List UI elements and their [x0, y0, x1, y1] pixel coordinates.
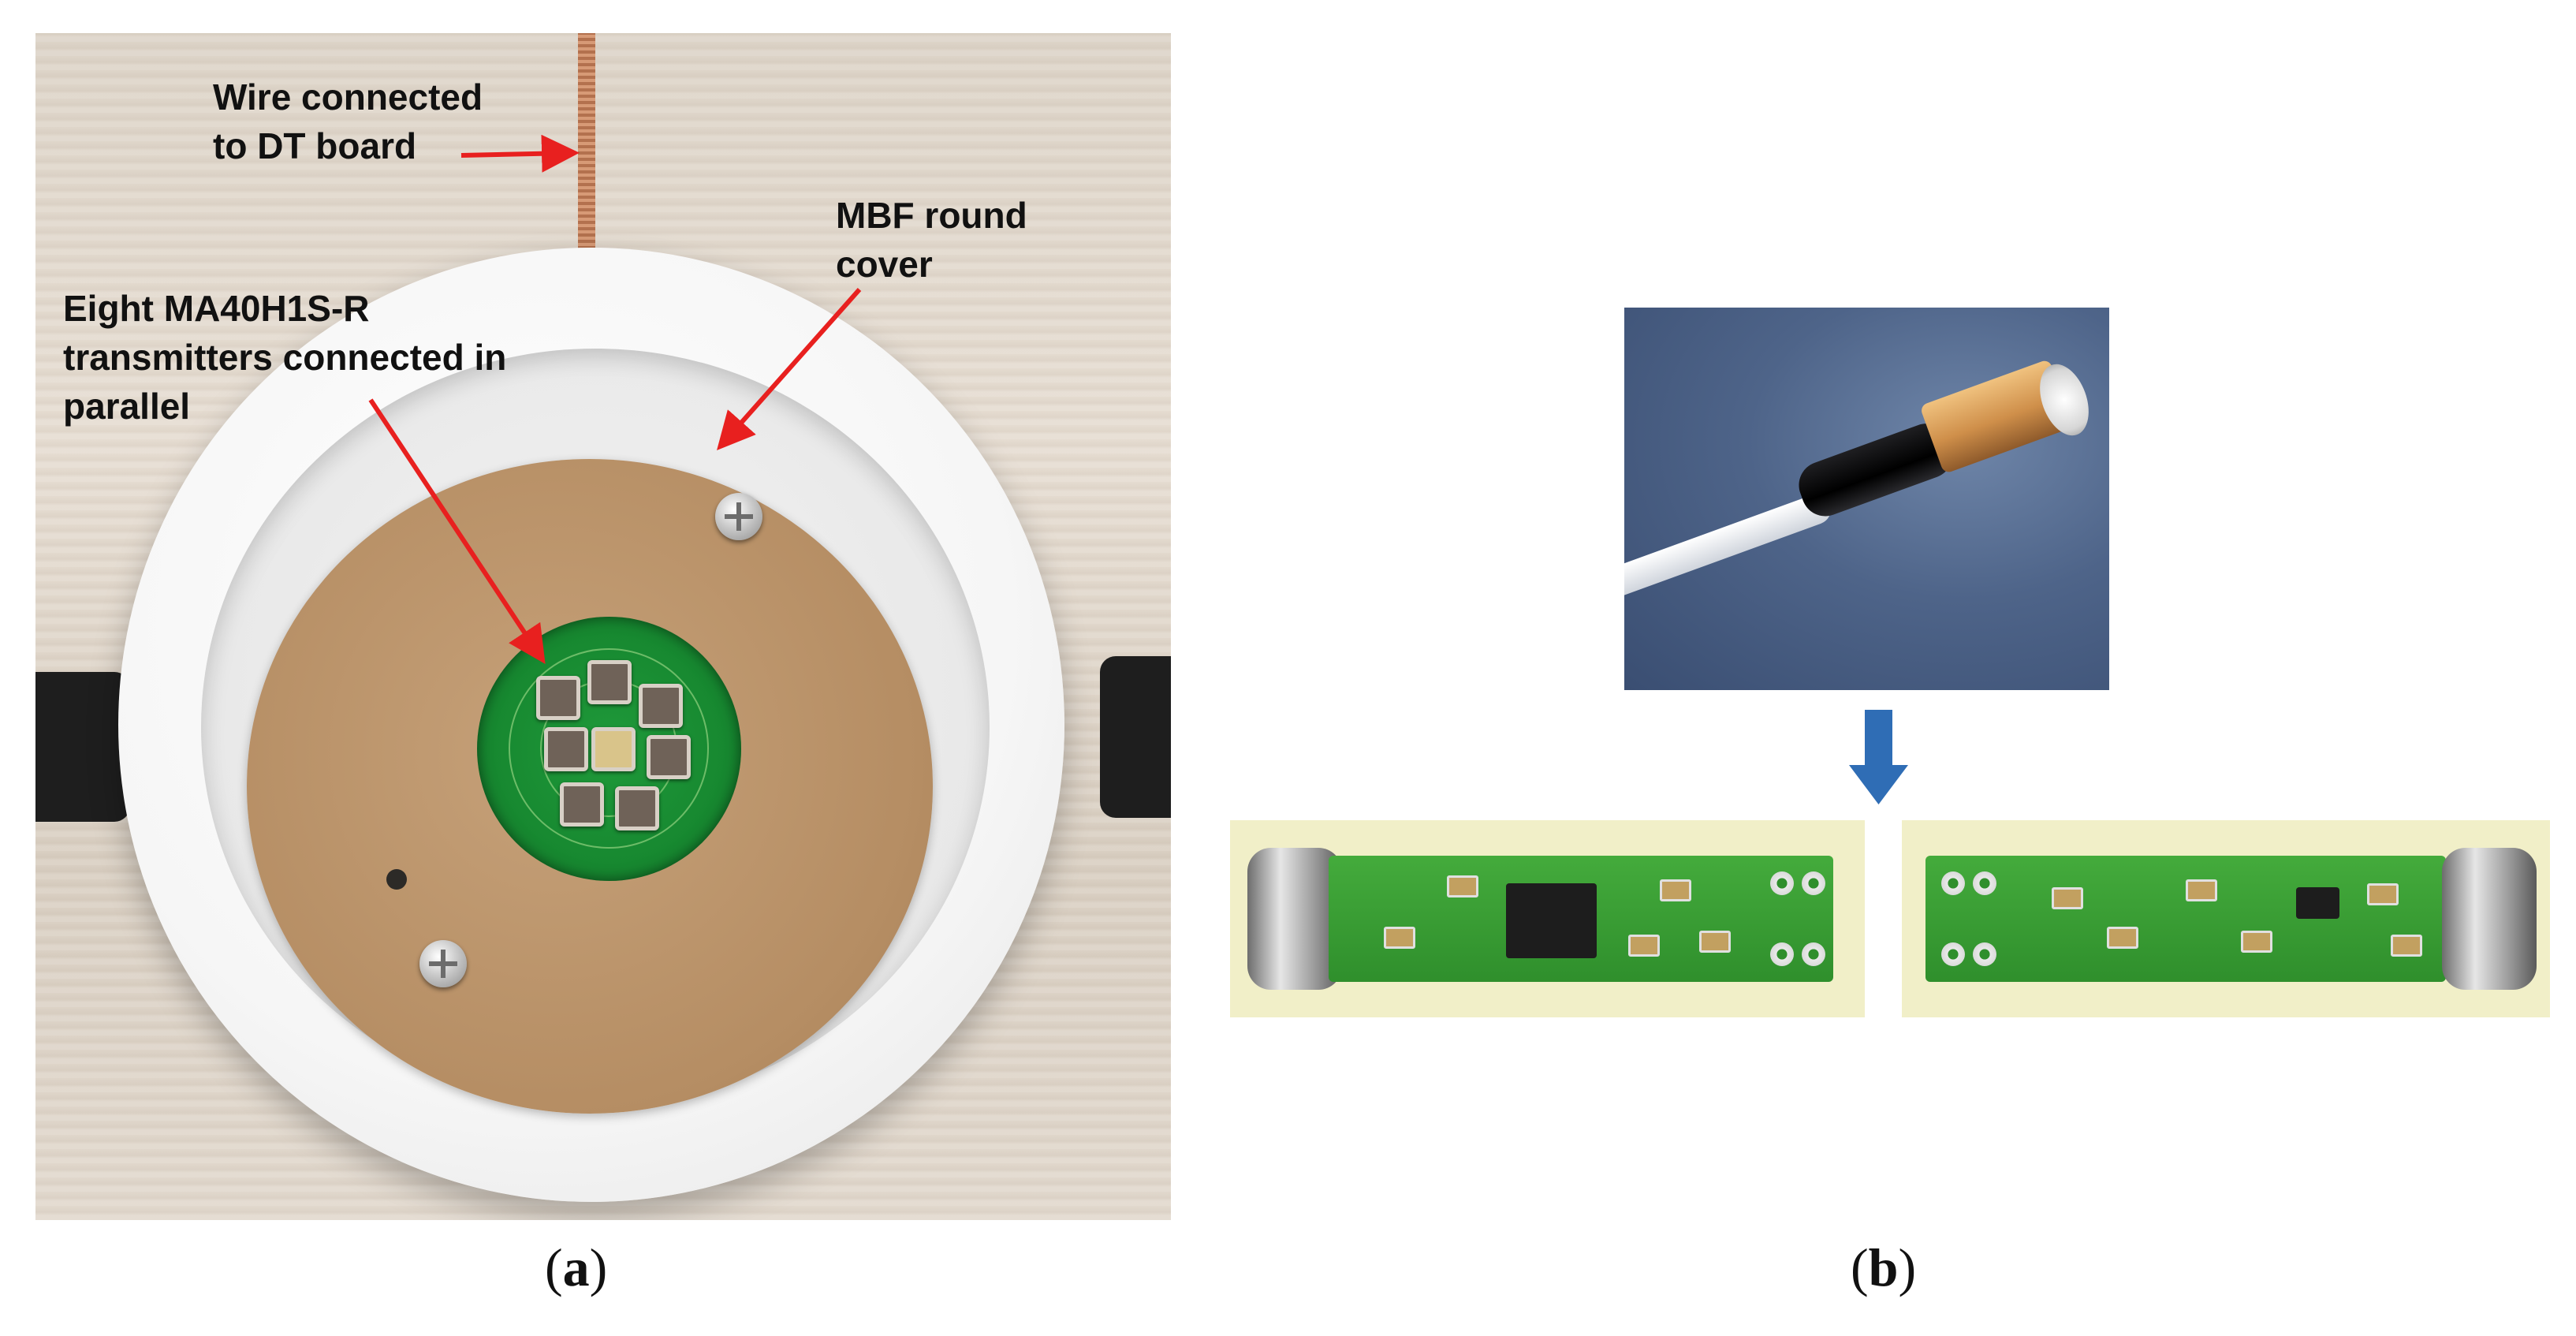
transmitter-pcb: [477, 617, 741, 881]
photo-pcb-bottom-side: [1902, 820, 2550, 1017]
ic-chip: [2296, 887, 2339, 919]
screw-bottom: [419, 940, 467, 987]
pcb-board: [1925, 856, 2446, 982]
transmitter-chip: [647, 735, 691, 779]
pcb-trace-ring: [509, 648, 709, 849]
caption-b-close: ): [1898, 1237, 1917, 1297]
pcb-board: [1329, 856, 1833, 982]
smd-component: [2367, 883, 2399, 905]
caption-a: (a): [545, 1237, 607, 1299]
label-transmitters: Eight MA40H1S-R transmitters connected i…: [63, 288, 507, 427]
photo-ceiling-luminaire-transmitter: Wire connected to DT board MBF round cov…: [35, 33, 1171, 1220]
caption-b: (b): [1851, 1237, 1916, 1299]
smd-component: [1660, 879, 1691, 901]
smd-component: [2107, 927, 2138, 949]
transmitter-chip: [536, 676, 580, 720]
solder-pad: [1973, 871, 1996, 895]
ic-chip: [1506, 883, 1597, 958]
caption-b-letter: b: [1868, 1237, 1899, 1297]
smd-component: [2052, 887, 2083, 909]
smd-component: [1699, 931, 1731, 953]
down-arrow-icon: [1849, 710, 1908, 804]
solder-pad: [1802, 871, 1825, 895]
screw-top: [715, 493, 762, 540]
probe-cable: [1624, 490, 1836, 605]
center-element: [591, 727, 636, 771]
transmitter-chip: [560, 782, 604, 827]
microphone-capsule: [1247, 848, 1342, 990]
caption-a-close: ): [589, 1237, 608, 1297]
transmitter-chip: [544, 727, 588, 771]
smd-component: [1447, 875, 1478, 898]
caption-a-letter: a: [562, 1237, 590, 1297]
photo-pcb-top-side: [1230, 820, 1865, 1017]
caption-b-open: (: [1851, 1237, 1869, 1297]
solder-pad: [1941, 871, 1965, 895]
mounting-clip-left: [35, 672, 130, 822]
solder-pad: [1941, 942, 1965, 966]
cover-hole: [386, 869, 407, 890]
transmitter-chip: [639, 684, 683, 728]
label-wire: Wire connected to DT board: [213, 77, 483, 166]
smd-component: [1628, 935, 1660, 957]
smd-component: [2186, 879, 2217, 901]
transmitter-chip: [615, 786, 659, 830]
microphone-capsule: [2442, 848, 2537, 990]
label-mbf-round-cover: MBF round cover: [836, 195, 1027, 285]
smd-component: [1384, 927, 1415, 949]
solder-pad: [1770, 871, 1794, 895]
solder-pad: [1770, 942, 1794, 966]
transmitter-chip: [587, 660, 632, 704]
solder-pad: [1802, 942, 1825, 966]
caption-a-open: (: [545, 1237, 563, 1297]
smd-component: [2391, 935, 2422, 957]
solder-pad: [1973, 942, 1996, 966]
photo-microphone-probe: [1624, 308, 2109, 690]
smd-component: [2241, 931, 2272, 953]
mounting-clip-right: [1100, 656, 1171, 818]
